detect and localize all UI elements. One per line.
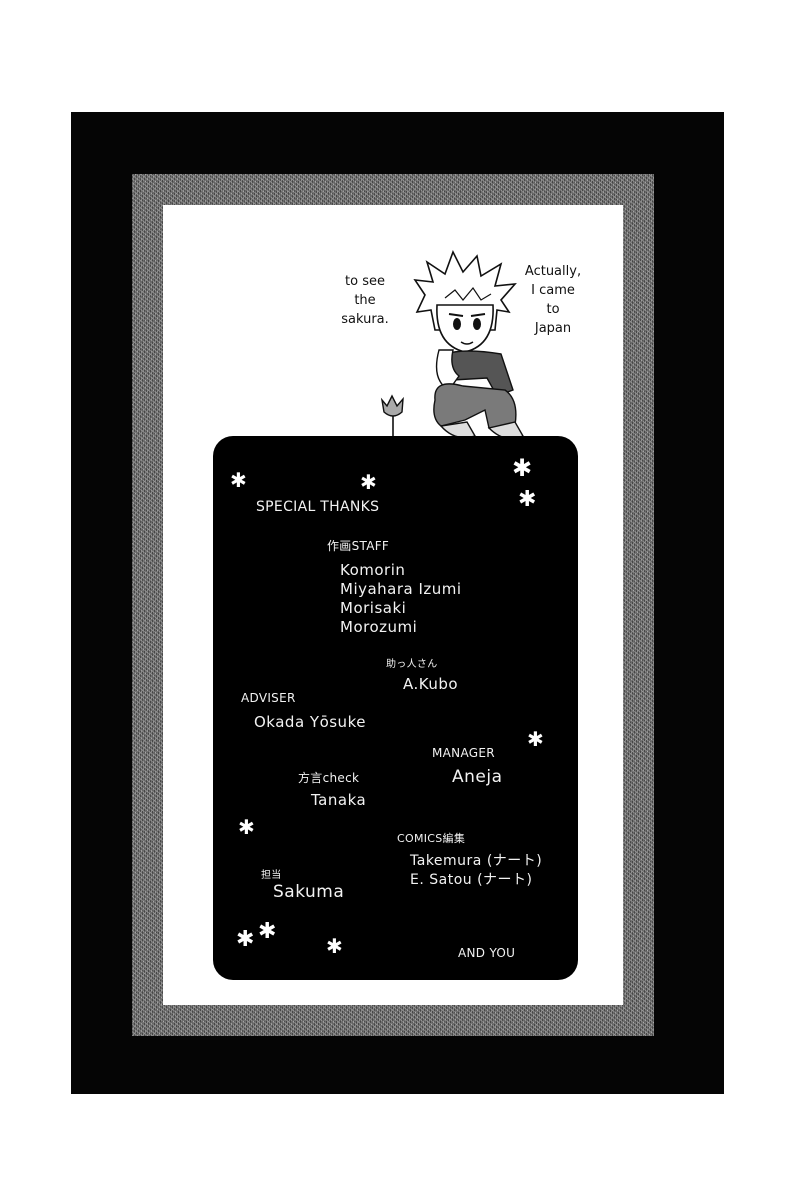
staff-name: Morozumi <box>340 618 418 636</box>
flower-star-icon: ✱ <box>518 487 537 512</box>
flower-star-icon: ✱ <box>326 934 343 958</box>
adviser-name: Okada Yōsuke <box>254 713 366 731</box>
special-thanks-title: SPECIAL THANKS <box>256 499 380 515</box>
in-charge-label: 担当 <box>261 870 282 881</box>
flower-star-icon: ✱ <box>258 919 277 944</box>
flower-star-icon: ✱ <box>230 468 247 492</box>
dialect-check-name: Tanaka <box>311 791 367 809</box>
speech-line: Actually, <box>524 264 582 279</box>
staff-name: Komorin <box>340 561 406 579</box>
chibi-character-illustration <box>413 250 524 440</box>
comics-editor-label: COMICS編集 <box>397 832 466 845</box>
flower-star-icon: ✱ <box>512 454 533 482</box>
credits-panel <box>213 436 578 980</box>
flower-star-icon: ✱ <box>238 815 255 839</box>
speech-line: Japan <box>534 321 572 336</box>
manager-label: MANAGER <box>432 746 495 760</box>
staff-label: 作画STAFF <box>327 539 390 553</box>
manager-name: Aneja <box>452 767 503 787</box>
speech-line: I came <box>531 283 575 298</box>
comics-editor-name: Takemura (ナート) <box>410 853 543 869</box>
adviser-label: ADVISER <box>241 691 296 705</box>
flower-star-icon: ✱ <box>236 927 255 952</box>
staff-name: Miyahara Izumi <box>340 580 462 598</box>
comics-editor-name: E. Satou (ナート) <box>410 872 533 888</box>
flower-star-icon: ✱ <box>527 727 544 751</box>
speech-line: sakura. <box>341 312 389 327</box>
in-charge-name: Sakuma <box>273 882 345 902</box>
assistant-label: 助っ人さん <box>386 659 438 670</box>
speech-line: to <box>546 302 560 317</box>
flower-star-icon: ✱ <box>360 470 377 494</box>
dialect-check-label: 方言check <box>298 771 360 785</box>
staff-name: Morisaki <box>340 599 407 617</box>
speech-line: the <box>354 293 376 308</box>
and-you-text: AND YOU <box>458 946 516 960</box>
speech-line: to see <box>345 274 385 289</box>
speech-text-left: to see the sakura. <box>330 272 400 329</box>
speech-text-right: Actually, I came to Japan <box>513 262 593 338</box>
assistant-name: A.Kubo <box>403 675 459 693</box>
staff-names: Komorin Miyahara Izumi Morisaki Morozumi <box>340 561 462 637</box>
